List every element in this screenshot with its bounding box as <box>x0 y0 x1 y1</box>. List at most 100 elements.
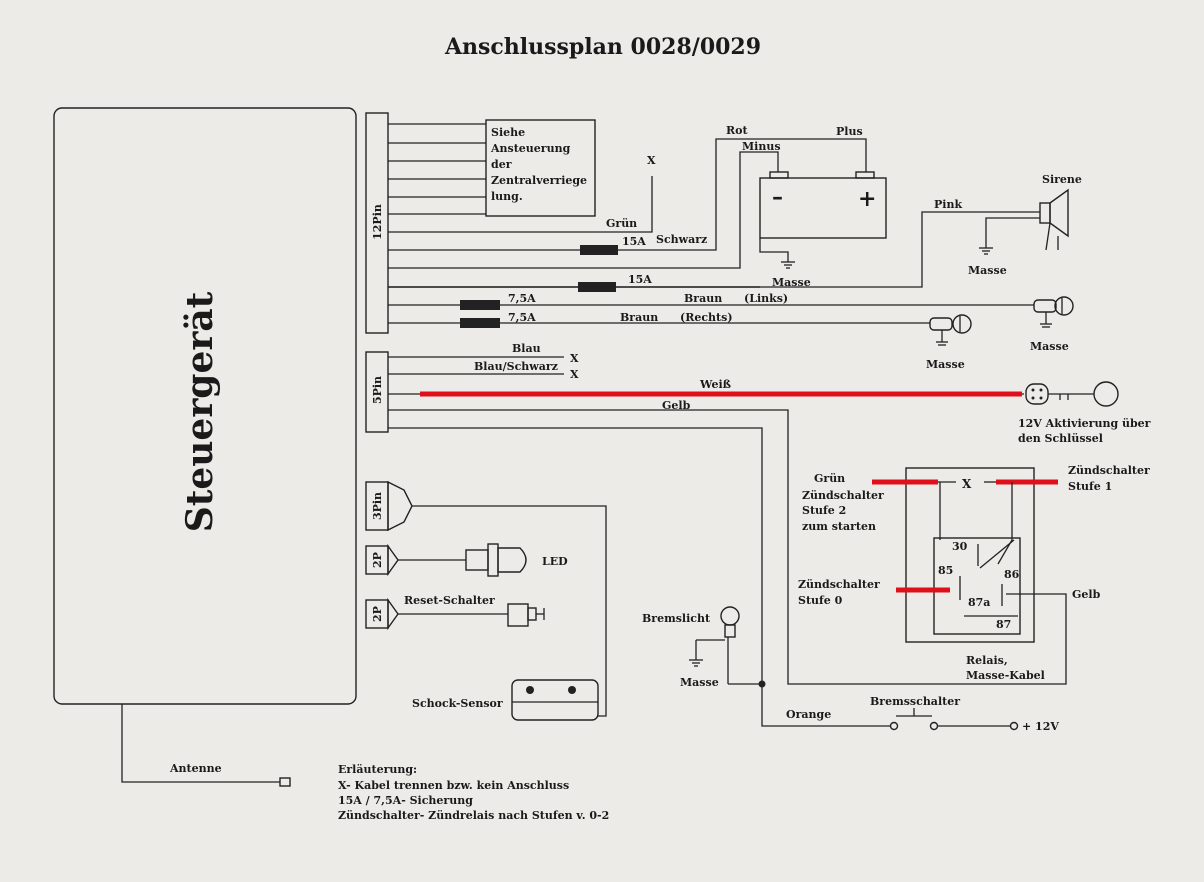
relay-30-label: 30 <box>952 540 968 553</box>
pink-label: Pink <box>934 198 962 211</box>
legend-heading: Erläuterung: <box>338 763 417 776</box>
x2-label: X <box>570 368 579 381</box>
connector-5pin <box>365 351 389 433</box>
central-lock-box <box>485 119 596 217</box>
x-top-label: X <box>647 154 656 167</box>
orange-label: Orange <box>786 708 831 721</box>
relay-switch-arm <box>979 539 1015 569</box>
sirene-label: Sirene <box>1042 173 1082 186</box>
fuse-75a-1 <box>460 300 500 310</box>
antenna-label: Antenne <box>169 762 222 775</box>
rechts-label: (Rechts) <box>680 311 733 324</box>
siren-ground-icon <box>979 247 993 255</box>
central-lock-note-4: Zentralverriege <box>491 174 587 187</box>
indicator-lamp-right-icon <box>929 314 972 346</box>
relay-87a-label: 87a <box>968 596 990 609</box>
relay-gelb-label: Gelb <box>1072 588 1101 601</box>
ignition-key-icon <box>1025 381 1119 407</box>
connector-5pin-label: 5Pin <box>371 376 384 404</box>
key-note-2: den Schlüssel <box>1018 432 1103 445</box>
connector-3pin-label: 3Pin <box>371 492 384 520</box>
siren-icon <box>1039 188 1069 251</box>
masse-siren-label: Masse <box>968 264 1007 277</box>
shock-sensor-wire <box>412 505 607 717</box>
masse-brems-label: Masse <box>680 676 719 689</box>
control-unit-label: Steuergerät <box>179 291 221 532</box>
battery <box>759 177 887 239</box>
bremslicht-label: Bremslicht <box>642 612 711 625</box>
orange-wire <box>761 684 890 727</box>
connector-3pin-plug <box>387 480 413 532</box>
brake-signal-wire <box>388 427 763 684</box>
fuse-15a-1 <box>580 245 618 255</box>
central-lock-note-1: Siehe <box>491 126 525 139</box>
shock-sensor-icon <box>511 679 599 721</box>
relay-zs2-2: Stufe 2 <box>802 504 846 517</box>
fuse-75a-2 <box>460 318 500 328</box>
battery-plus-sign: + <box>858 186 876 212</box>
connector-2p-reset-label: 2P <box>371 606 384 622</box>
legend-line-3: Zündschalter- Zündrelais nach Stufen v. … <box>338 809 609 822</box>
schock-label: Schock-Sensor <box>412 697 503 710</box>
masse-battery-label: Masse <box>772 276 811 289</box>
blau-label: Blau <box>512 342 541 355</box>
braun-1-label: Braun <box>684 292 722 305</box>
gelb-label: Gelb <box>662 399 691 412</box>
schwarz-label: Schwarz <box>656 233 707 246</box>
battery-ground-icon <box>781 261 795 269</box>
antenna-tip <box>279 777 291 787</box>
relay-right-vertical <box>997 482 1013 565</box>
legend-line-1: X- Kabel trennen bzw. kein Anschluss <box>338 779 569 792</box>
relay-note-2: Masse-Kabel <box>966 669 1045 682</box>
key-note-1: 12V Aktivierung über <box>1018 417 1151 430</box>
relay-87-label: 87 <box>996 618 1011 631</box>
braun-2-label: Braun <box>620 311 658 324</box>
x1-label: X <box>570 352 579 365</box>
relay-box <box>905 467 1035 643</box>
reset-label: Reset-Schalter <box>404 594 495 607</box>
connector-12pin-label: 12Pin <box>371 204 384 240</box>
minus-label: Minus <box>742 140 781 153</box>
central-lock-lines <box>388 123 486 215</box>
fuse-15a-1-label: 15A <box>622 235 646 248</box>
plus-label: Plus <box>836 125 863 138</box>
fuse-75a-1-label: 7,5A <box>508 292 536 305</box>
relay-85-label: 85 <box>938 564 953 577</box>
legend-line-2: 15A / 7,5A- Sicherung <box>338 794 473 807</box>
battery-plus-terminal <box>855 171 875 179</box>
plus12v-terminal <box>1009 721 1019 731</box>
relay-zs0-2: Stufe 0 <box>798 594 843 607</box>
gelb-wire <box>388 409 1067 685</box>
relay-gruen-label: Grün <box>814 472 845 485</box>
connector-2p-led-label: 2P <box>371 552 384 568</box>
relay-x-label: X <box>962 477 972 491</box>
diagram-title: Anschlussplan 0028/0029 <box>444 34 761 60</box>
relay-zs2-3: zum starten <box>802 520 876 533</box>
gruen-label: Grün <box>606 217 637 230</box>
central-lock-note-3: der <box>491 158 512 171</box>
battery-minus-sign: – <box>772 184 783 210</box>
fuse-75a-2-label: 7,5A <box>508 311 536 324</box>
antenna-wire <box>121 704 280 783</box>
connector-2p-reset-plug <box>387 597 399 631</box>
masse-lamp-left-label: Masse <box>1030 340 1069 353</box>
led-icon <box>465 543 527 577</box>
relay-zs1-2: Stufe 1 <box>1068 480 1112 493</box>
pink-wire <box>388 211 1040 288</box>
reset-switch-icon <box>507 603 545 627</box>
weiss-label: Weiß <box>699 378 731 391</box>
indicator-lamp-left-icon <box>1033 296 1074 328</box>
relay-zs1-1: Zündschalter <box>1068 464 1150 477</box>
gruen-wire <box>388 176 653 233</box>
relay-zs0-1: Zündschalter <box>798 578 880 591</box>
control-unit-box <box>53 107 357 705</box>
relay-note-1: Relais, <box>966 654 1008 667</box>
fuse-15a-2-label: 15A <box>628 273 652 286</box>
minus-wire <box>388 151 779 269</box>
bremsschalter-label: Bremsschalter <box>870 695 960 708</box>
battery-ground-wire <box>759 238 789 262</box>
central-lock-note-2: Ansteuerung <box>490 142 571 155</box>
connector-12pin <box>365 112 389 334</box>
